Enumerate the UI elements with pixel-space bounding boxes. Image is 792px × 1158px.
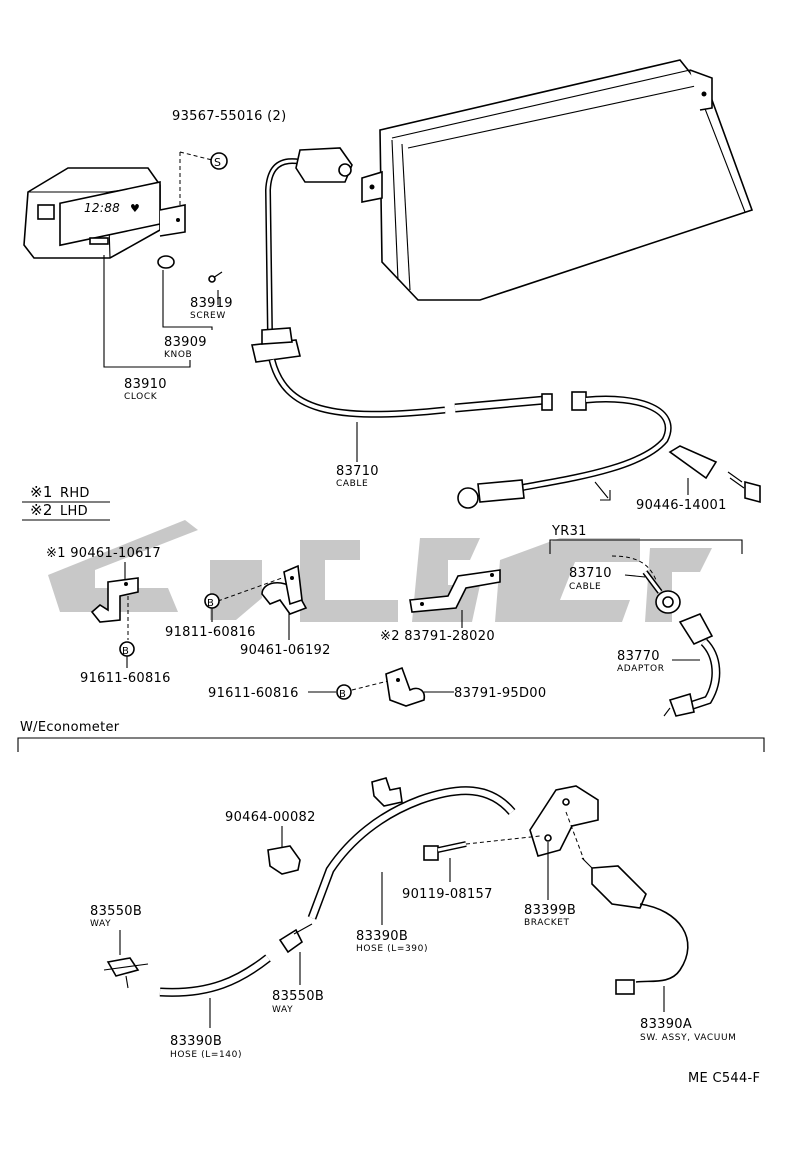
svg-text:B: B bbox=[207, 598, 214, 609]
long-hose-part bbox=[307, 786, 516, 920]
clock-number: 83910 bbox=[124, 377, 167, 392]
short-hose-part bbox=[159, 954, 271, 997]
s-marker-icon: S bbox=[210, 152, 228, 170]
way-mid-name: WAY bbox=[272, 1005, 293, 1015]
rhd-clamp-label: ※1 90461-10617 bbox=[46, 546, 161, 561]
long-hose-name: HOSE (L=390) bbox=[356, 944, 428, 954]
adaptor-name: ADAPTOR bbox=[617, 664, 665, 674]
bracket-part bbox=[529, 785, 599, 857]
vacuum-switch-name: SW. ASSY, VACUUM bbox=[640, 1033, 737, 1043]
lower-clamp-label: 83791-95D00 bbox=[454, 686, 546, 701]
legend: ※1 RHD ※2 LHD bbox=[22, 483, 110, 521]
lhd-bracket-part bbox=[409, 569, 501, 613]
mid-clamp-label: 90461-06192 bbox=[240, 643, 331, 658]
bolt-label: 90119-08157 bbox=[402, 887, 493, 902]
adaptor-number: 83770 bbox=[617, 649, 660, 664]
knob-number: 83909 bbox=[164, 335, 207, 350]
short-hose-name: HOSE (L=140) bbox=[170, 1050, 242, 1060]
lhd-label: LHD bbox=[60, 504, 88, 519]
screw-bolt-label: 93567-55016 (2) bbox=[172, 109, 286, 124]
knob-name: KNOB bbox=[164, 350, 192, 360]
long-hose-number: 83390B bbox=[356, 929, 408, 944]
yr31-cable-part bbox=[611, 555, 681, 614]
vacuum-switch-number: 83390A bbox=[640, 1017, 692, 1032]
yr31-cable-number: 83710 bbox=[569, 566, 612, 581]
top-clip-part bbox=[371, 777, 403, 807]
bolt-b-left-label: 91611-60816 bbox=[80, 671, 171, 686]
clock-name: CLOCK bbox=[124, 392, 158, 402]
bracket-name: BRACKET bbox=[524, 918, 570, 928]
econometer-section-bracket bbox=[17, 737, 765, 752]
svg-text:B: B bbox=[122, 646, 129, 657]
adaptor-part bbox=[663, 612, 721, 717]
clock-display-text: 12:88 bbox=[84, 201, 120, 215]
svg-text:B: B bbox=[339, 689, 346, 700]
sleeve-nut-number: 90446-14001 bbox=[636, 498, 727, 513]
bolt-part bbox=[423, 841, 467, 861]
way-top-part bbox=[103, 957, 149, 989]
clock-screw-number: 83919 bbox=[190, 296, 233, 311]
svg-text:♥: ♥ bbox=[130, 202, 140, 215]
clip-label: 90464-00082 bbox=[225, 810, 316, 825]
cable-number: 83710 bbox=[336, 464, 379, 479]
b-marker-icon-left: B bbox=[119, 641, 135, 657]
cable-name: CABLE bbox=[336, 479, 368, 489]
b-marker-icon-lower: B bbox=[336, 684, 352, 700]
way-mid-number: 83550B bbox=[272, 989, 324, 1004]
rhd-clamp-part bbox=[90, 577, 139, 623]
speedometer-cable-part bbox=[251, 147, 672, 509]
lower-clamp-part bbox=[385, 666, 426, 707]
lhd-mark: ※2 bbox=[30, 501, 53, 519]
short-hose-number: 83390B bbox=[170, 1034, 222, 1049]
way-top-name: WAY bbox=[90, 919, 111, 929]
watermark-logo bbox=[48, 520, 712, 622]
yr31-cable-name: CABLE bbox=[569, 582, 601, 592]
vacuum-switch-part bbox=[581, 857, 689, 995]
bolt-b-lower-label: 91611-60816 bbox=[208, 686, 299, 701]
clock-screw-part bbox=[208, 271, 223, 283]
rhd-label: RHD bbox=[60, 486, 90, 501]
clock-screw-name: SCREW bbox=[190, 311, 226, 321]
way-top-number: 83550B bbox=[90, 904, 142, 919]
way-mid-part bbox=[278, 923, 313, 954]
yr31-label: YR31 bbox=[551, 524, 587, 539]
b-marker-icon-mid: B bbox=[204, 593, 220, 609]
econometer-section-label: W/Econometer bbox=[20, 720, 120, 735]
svg-text:S: S bbox=[214, 156, 221, 169]
sleeve-nut-part bbox=[668, 445, 761, 504]
bolt-b-mid-label: 91811-60816 bbox=[165, 625, 256, 640]
clip-part bbox=[267, 845, 301, 875]
bracket-number: 83399B bbox=[524, 903, 576, 918]
diagram-code: ME C544-F bbox=[688, 1071, 760, 1086]
lhd-bracket-label: ※2 83791-28020 bbox=[380, 629, 495, 644]
rhd-mark: ※1 bbox=[30, 483, 53, 501]
instrument-cluster-part bbox=[361, 59, 754, 301]
mid-clamp-part bbox=[261, 564, 308, 615]
knob-part bbox=[157, 255, 175, 269]
clock-part: 12:88 ♥ bbox=[23, 167, 186, 259]
